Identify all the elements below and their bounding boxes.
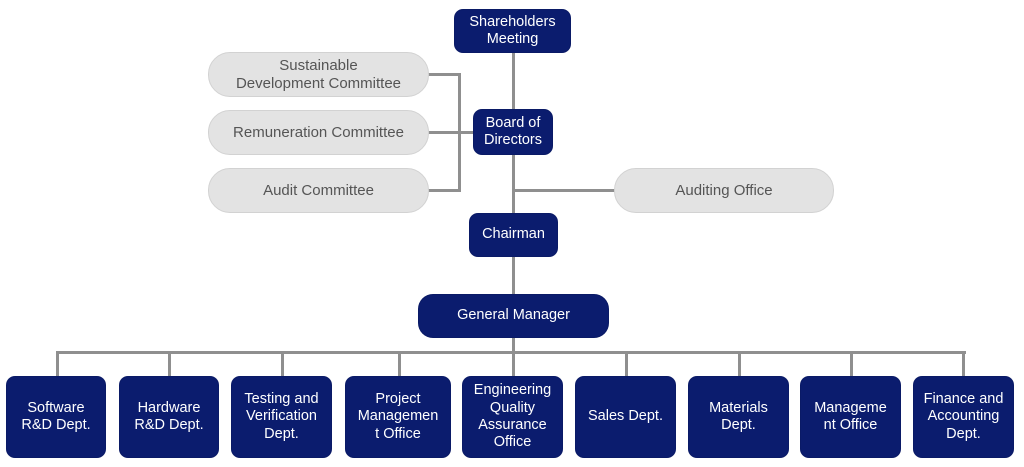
department-node: Testing and Verification Dept. <box>232 377 331 457</box>
shareholders-meeting-node: Shareholders Meeting <box>455 10 570 52</box>
department-node: Finance and Accounting Dept. <box>914 377 1013 457</box>
connector-line <box>428 189 460 192</box>
connector-line <box>512 336 515 353</box>
connector-line <box>56 351 59 378</box>
department-node: Engineering Quality Assurance Office <box>463 377 562 457</box>
connector-line <box>512 153 515 215</box>
connector-line <box>625 351 628 378</box>
auditing-office-node: Auditing Office <box>614 168 834 213</box>
department-node: Materials Dept. <box>689 377 788 457</box>
connector-line <box>512 189 616 192</box>
connector-line <box>168 351 171 378</box>
connector-line <box>428 131 460 134</box>
connector-line <box>850 351 853 378</box>
connector-line <box>512 256 515 296</box>
department-node: Software R&D Dept. <box>7 377 105 457</box>
connector-line <box>512 351 515 378</box>
audit-committee-node: Audit Committee <box>208 168 429 213</box>
connector-line <box>738 351 741 378</box>
board-of-directors-node: Board of Directors <box>474 110 552 154</box>
general-manager-node: General Manager <box>419 295 608 337</box>
department-node: Hardware R&D Dept. <box>120 377 218 457</box>
connector-line <box>962 351 965 378</box>
connector-line <box>281 351 284 378</box>
department-node: Sales Dept. <box>576 377 675 457</box>
department-node: Project Managemen t Office <box>346 377 450 457</box>
connector-line <box>428 73 460 76</box>
chairman-node: Chairman <box>470 214 557 256</box>
connector-line <box>458 131 476 134</box>
connector-line <box>398 351 401 378</box>
connector-line <box>512 51 515 114</box>
department-node: Manageme nt Office <box>801 377 900 457</box>
sustainable-development-committee-node: Sustainable Development Committee <box>208 52 429 97</box>
connector-line <box>56 351 966 354</box>
remuneration-committee-node: Remuneration Committee <box>208 110 429 155</box>
